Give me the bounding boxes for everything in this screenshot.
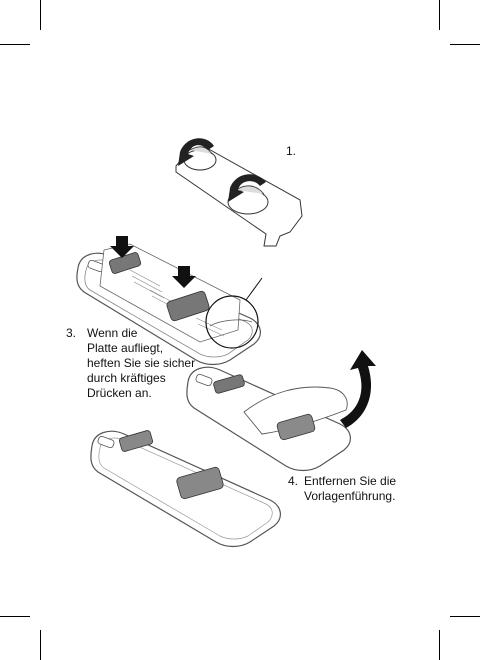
step-1-number: 1. (286, 144, 296, 159)
step-4-line: Entfernen Sie die (304, 474, 414, 489)
step-3-text: Wenn die Platte aufliegt, heften Sie sie… (87, 326, 197, 401)
step-3-number: 3. (66, 326, 76, 341)
step-3-line: heften Sie sie sicher (87, 356, 197, 371)
step-4-number: 4. (288, 474, 298, 489)
curved-up-arrow-icon (340, 350, 376, 428)
step-3-line: durch kräftiges (87, 371, 197, 386)
step-3-line: Wenn die (87, 326, 197, 341)
step-3-line: Platte aufliegt, (87, 341, 197, 356)
step-3-line: Drücken an. (87, 386, 197, 401)
step-4-line: Vorlagenführung. (304, 489, 414, 504)
step-4-text: Entfernen Sie die Vorlagenführung. (304, 474, 414, 504)
